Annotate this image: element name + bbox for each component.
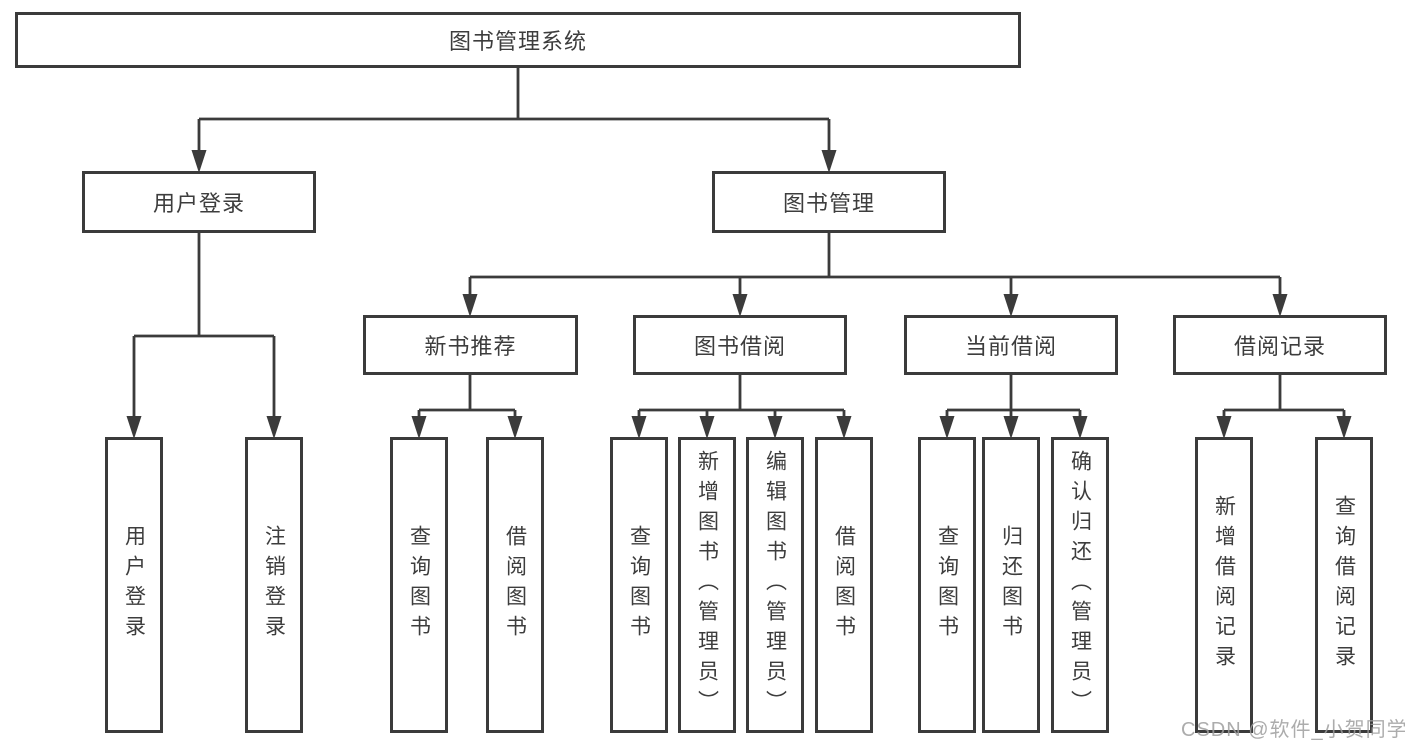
connector-new-book-rec-to-leaves — [411, 375, 523, 439]
leaf-logout: 注销登录 — [245, 437, 303, 733]
node-book-management: 图书管理 — [712, 171, 946, 233]
node-book-borrowing: 图书借阅 — [633, 315, 847, 375]
node-current-borrowing: 当前借阅 — [904, 315, 1118, 375]
node-borrowing-records-label: 借阅记录 — [1233, 334, 1326, 359]
leaf-return-books: 归还图书 — [982, 437, 1040, 733]
leaf-confirm-return-admin-label: 确认归还（管理员） — [1068, 450, 1092, 720]
leaf-confirm-return-admin: 确认归还（管理员） — [1051, 437, 1109, 733]
node-borrowing-records: 借阅记录 — [1173, 315, 1387, 375]
node-book-borrowing-label: 图书借阅 — [693, 334, 786, 359]
node-current-borrowing-label: 当前借阅 — [964, 334, 1057, 359]
leaf-user-login: 用户登录 — [105, 437, 163, 733]
leaf-return-books-label: 归还图书 — [999, 525, 1023, 645]
connector-borrowing-records-to-leaves — [1216, 375, 1352, 439]
leaf-borrow-books-rec-label: 借阅图书 — [503, 525, 527, 645]
leaf-query-books-current: 查询图书 — [918, 437, 976, 733]
node-root-label: 图书管理系统 — [448, 29, 587, 54]
leaf-add-books-admin-label: 新增图书（管理员） — [695, 450, 719, 720]
leaf-add-borrow-record-label: 新增借阅记录 — [1212, 495, 1236, 675]
leaf-query-books-borrow-label: 查询图书 — [627, 525, 651, 645]
leaf-borrow-books: 借阅图书 — [815, 437, 873, 733]
leaf-edit-books-admin-label: 编辑图书（管理员） — [763, 450, 787, 720]
leaf-query-books-borrow: 查询图书 — [610, 437, 668, 733]
node-user-login-label: 用户登录 — [152, 191, 245, 216]
node-book-management-label: 图书管理 — [782, 191, 875, 216]
connector-book-borrowing-to-leaves — [631, 375, 852, 439]
node-root: 图书管理系统 — [15, 12, 1021, 68]
node-user-login: 用户登录 — [82, 171, 316, 233]
leaf-query-books-current-label: 查询图书 — [935, 525, 959, 645]
node-new-book-rec-label: 新书推荐 — [424, 334, 517, 359]
connector-root-to-level2 — [191, 67, 837, 173]
leaf-query-books-rec-label: 查询图书 — [407, 525, 431, 645]
leaf-query-borrow-record-label: 查询借阅记录 — [1332, 495, 1356, 675]
leaf-borrow-books-rec: 借阅图书 — [486, 437, 544, 733]
node-new-book-rec: 新书推荐 — [363, 315, 578, 375]
connector-user-login-to-leaves — [126, 233, 282, 439]
leaf-logout-label: 注销登录 — [262, 525, 286, 645]
leaf-add-borrow-record: 新增借阅记录 — [1195, 437, 1253, 733]
connector-book-management-to-level3 — [462, 233, 1288, 317]
leaf-query-books-rec: 查询图书 — [390, 437, 448, 733]
leaf-add-books-admin: 新增图书（管理员） — [678, 437, 736, 733]
csdn-watermark: CSDN @软件_小贺同学 — [1181, 719, 1405, 741]
leaf-borrow-books-label: 借阅图书 — [832, 525, 856, 645]
leaf-user-login-label: 用户登录 — [122, 525, 146, 645]
leaf-edit-books-admin: 编辑图书（管理员） — [746, 437, 804, 733]
leaf-query-borrow-record: 查询借阅记录 — [1315, 437, 1373, 733]
connector-current-borrowing-to-leaves — [939, 375, 1088, 439]
